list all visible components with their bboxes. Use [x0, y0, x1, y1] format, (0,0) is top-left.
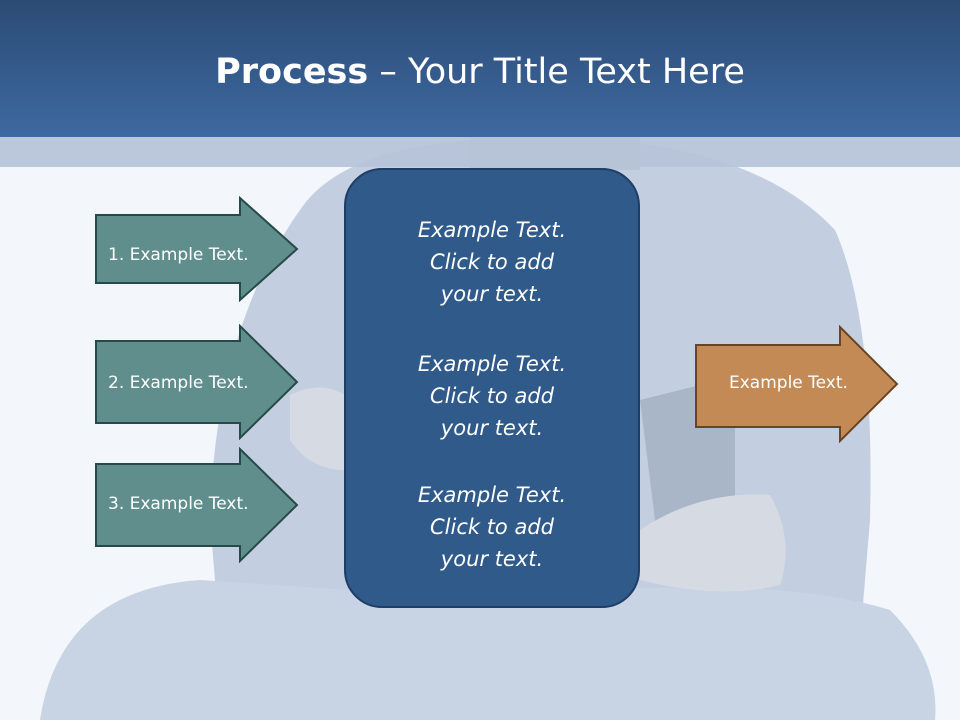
left-arrow-1-label: 1. Example Text.: [108, 245, 249, 265]
title-bar: [0, 0, 960, 137]
left-hand: [290, 387, 345, 470]
center-content-box[interactable]: Example Text. Click to add your text. Ex…: [344, 168, 640, 608]
block-2-line-2: Click to add: [429, 384, 554, 408]
right-arrow[interactable]: [694, 325, 900, 443]
left-arrow-2-label: 2. Example Text.: [108, 373, 249, 393]
left-arrow-3-label: 3. Example Text.: [108, 494, 249, 514]
block-3-line-1: Example Text.: [417, 483, 567, 507]
person-legs: [40, 580, 936, 720]
block-1-line-3: your text.: [440, 282, 544, 306]
block-3-line-3: your text.: [440, 547, 544, 571]
block-3-line-2: Click to add: [429, 515, 554, 539]
right-hand: [640, 494, 786, 592]
center-text-block-3: Example Text. Click to add your text.: [346, 479, 638, 575]
right-arrow-label: Example Text.: [729, 373, 848, 393]
title-bold: Process: [215, 52, 369, 92]
block-2-line-3: your text.: [440, 416, 544, 440]
center-text-block-1: Example Text. Click to add your text.: [346, 214, 638, 310]
slide-title: Process – Your Title Text Here: [0, 52, 960, 92]
left-arrow-2[interactable]: [94, 324, 300, 440]
left-arrow-1[interactable]: [94, 196, 300, 302]
title-accent-band: [0, 137, 960, 167]
block-1-line-2: Click to add: [429, 250, 554, 274]
block-2-line-1: Example Text.: [417, 352, 567, 376]
center-text-block-2: Example Text. Click to add your text.: [346, 348, 638, 444]
left-arrow-3[interactable]: [94, 447, 300, 563]
block-1-line-1: Example Text.: [417, 218, 567, 242]
title-rest: – Your Title Text Here: [368, 52, 745, 92]
